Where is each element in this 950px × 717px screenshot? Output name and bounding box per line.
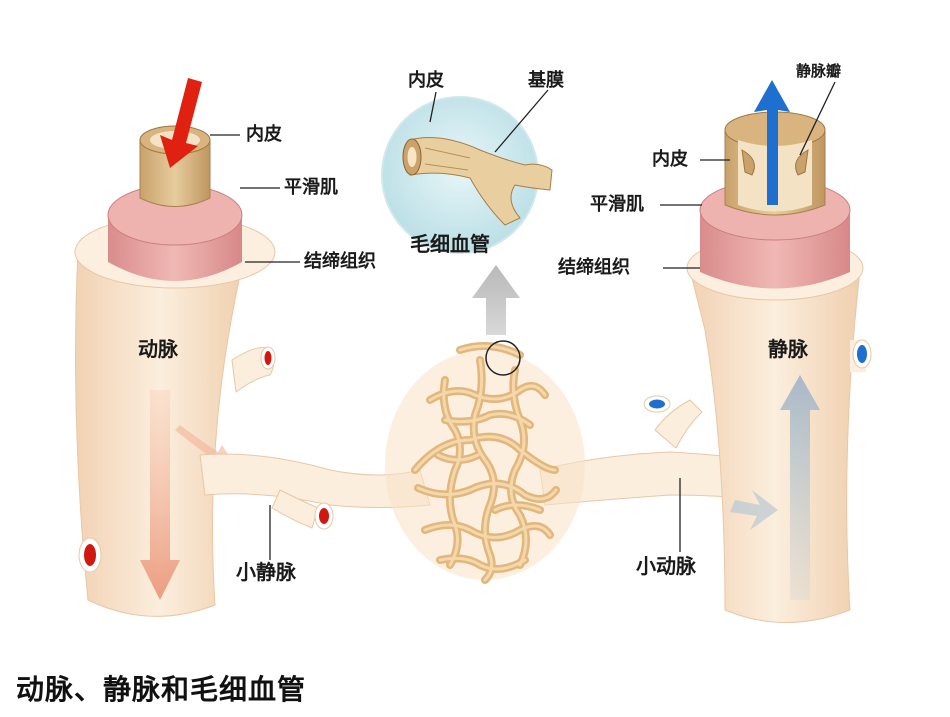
venous-valve-label: 静脉瓣 (796, 62, 842, 80)
artery-connective-tissue-label: 结缔组织 (304, 251, 376, 272)
artery-endothelium-label: 内皮 (246, 124, 282, 145)
artery-label: 动脉 (138, 337, 178, 361)
leader-lines (210, 81, 836, 560)
capillary-highlight (493, 503, 542, 512)
vein-label: 静脉 (768, 337, 808, 361)
artery-smooth-muscle-label: 平滑肌 (284, 177, 338, 198)
capillary-basement-membrane-label: 基膜 (528, 70, 564, 91)
capillary-highlight (436, 453, 480, 462)
capillary-magnifier (381, 96, 553, 376)
connecting-vessels (199, 395, 766, 530)
capillary-highlight (416, 482, 558, 501)
venule-label: 小静脉 (236, 560, 296, 584)
capillary-highlight (428, 384, 547, 402)
capillary-highlight (423, 523, 552, 539)
artery-vessel (74, 78, 276, 617)
capillary-highlight (472, 358, 496, 582)
capillary-highlight (443, 412, 532, 427)
capillary-endothelium-label: 内皮 (408, 70, 444, 91)
capillary-highlight (413, 435, 557, 472)
arteriole-label: 小动脉 (636, 554, 696, 578)
vein-connective-tissue-label: 结缔组织 (558, 257, 630, 278)
vein-vessel (686, 80, 872, 623)
capillary-label: 毛细血管 (410, 232, 490, 256)
vein-endothelium-label: 内皮 (652, 149, 688, 170)
capillary-highlight (442, 378, 462, 567)
capillary-highlight (509, 368, 528, 567)
capillary-highlight (438, 556, 527, 571)
capillary-bed (385, 342, 585, 584)
figure-caption: 动脉、静脉和毛细血管 (16, 673, 307, 706)
vein-smooth-muscle-label: 平滑肌 (590, 194, 644, 215)
